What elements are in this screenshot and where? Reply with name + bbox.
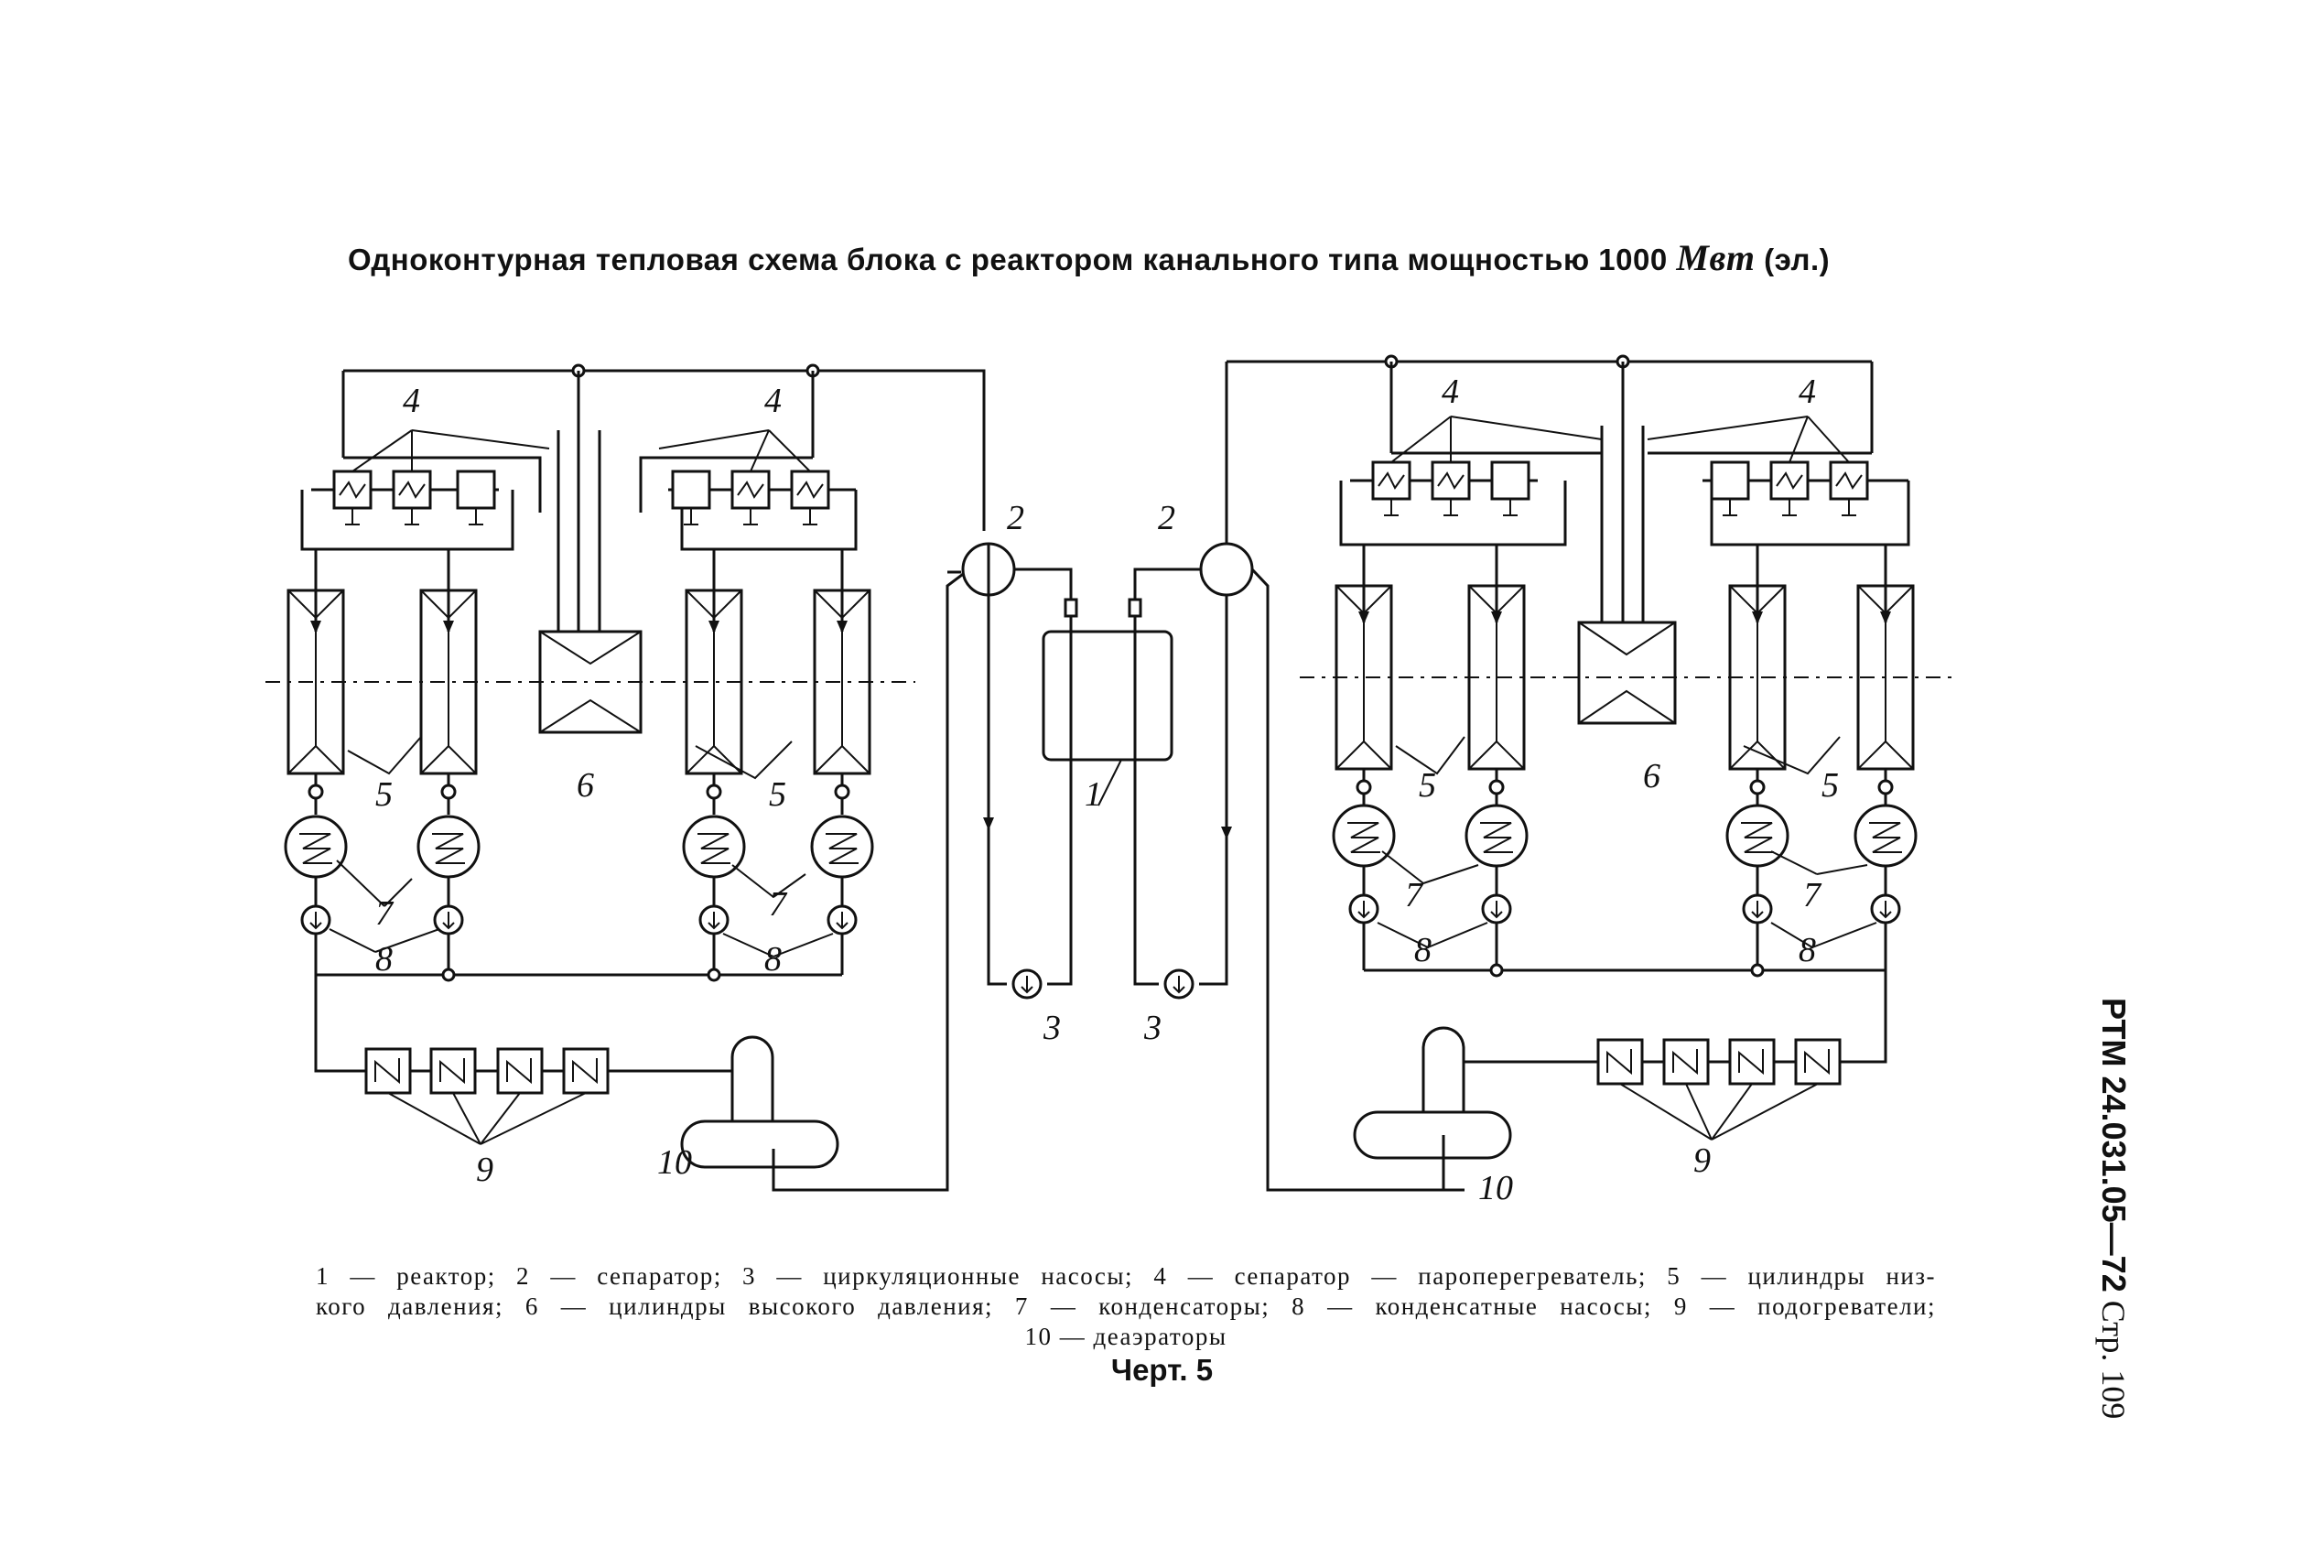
- label-7-left: 7: [375, 894, 395, 933]
- label-8-center-left: 8: [764, 940, 782, 979]
- label-5-right: 5: [1821, 766, 1839, 805]
- separator-superheater-group-right: [1371, 416, 1869, 517]
- label-8-center-right: 8: [1414, 931, 1432, 969]
- title-unit: Мвт: [1676, 237, 1756, 278]
- component-labels: 4 4 4 4 2 2 5 5 5 5 6 6 1 7 7 7 7 8 8 8 …: [375, 373, 1839, 1207]
- side-header: РТМ 24.031.05—72 Стр. 109: [2078, 998, 2133, 1455]
- separator-superheater-group: [332, 429, 830, 526]
- label-9-left: 9: [476, 1151, 493, 1189]
- diagram-title: Одноконтурная тепловая схема блока с реа…: [348, 236, 1904, 279]
- condensers: [284, 815, 874, 879]
- label-8-left: 8: [375, 940, 393, 979]
- primary-circuit: [947, 362, 1465, 1192]
- figure-label: Черт. 5: [1110, 1353, 1214, 1387]
- deaerator: [680, 570, 967, 1192]
- page-number: Стр. 109: [2095, 1300, 2132, 1420]
- right-unit: [1227, 354, 1959, 1190]
- label-4-center-left: 4: [764, 382, 782, 420]
- label-7-center-left: 7: [769, 885, 788, 924]
- label-10-right: 10: [1478, 1169, 1513, 1207]
- caption-line-1: 1 — реактор; 2 — сепаратор; 3 — циркуляц…: [316, 1262, 1936, 1290]
- label-4-center-right: 4: [1442, 373, 1459, 411]
- label-6-right: 6: [1643, 757, 1660, 795]
- label-7-right: 7: [1803, 876, 1822, 914]
- label-3-right: 3: [1143, 1009, 1162, 1047]
- label-4-left: 4: [403, 382, 420, 420]
- reactor: [1042, 598, 1173, 986]
- left-unit: [265, 363, 986, 1192]
- label-4-right: 4: [1799, 373, 1816, 411]
- condensers-right: [1332, 804, 1918, 868]
- label-9-right: 9: [1693, 1141, 1711, 1180]
- circ-pump-left: [1011, 968, 1043, 1000]
- label-5-left: 5: [375, 775, 393, 814]
- deaerator-right: [1353, 1026, 1512, 1190]
- label-2-left: 2: [1007, 499, 1024, 537]
- document-code: РТМ 24.031.05—72: [2095, 998, 2133, 1292]
- label-3-left: 3: [1043, 1009, 1061, 1047]
- title-text: Одноконтурная тепловая схема блока с реа…: [348, 243, 1668, 276]
- label-8-right: 8: [1799, 931, 1816, 969]
- label-7-center-right: 7: [1405, 876, 1424, 914]
- hp-turbine: [538, 630, 643, 734]
- legend-caption: 1 — реактор; 2 — сепаратор; 3 — циркуляц…: [316, 1261, 1936, 1352]
- label-10-left: 10: [657, 1143, 692, 1182]
- label-5-center-left: 5: [769, 775, 786, 814]
- title-suffix: (эл.): [1764, 243, 1831, 276]
- hp-turbine-right: [1577, 621, 1677, 725]
- circ-pump-right: [1163, 968, 1194, 1000]
- label-2-right: 2: [1158, 499, 1175, 537]
- caption-line-3: 10 — деаэраторы: [1024, 1323, 1227, 1350]
- caption-line-2: кого давления; 6 — цилиндры высокого дав…: [316, 1292, 1936, 1320]
- label-1-reactor: 1: [1085, 775, 1102, 814]
- separator-right: [1199, 542, 1254, 597]
- label-6-left: 6: [577, 766, 594, 805]
- label-5-center-right: 5: [1419, 766, 1436, 805]
